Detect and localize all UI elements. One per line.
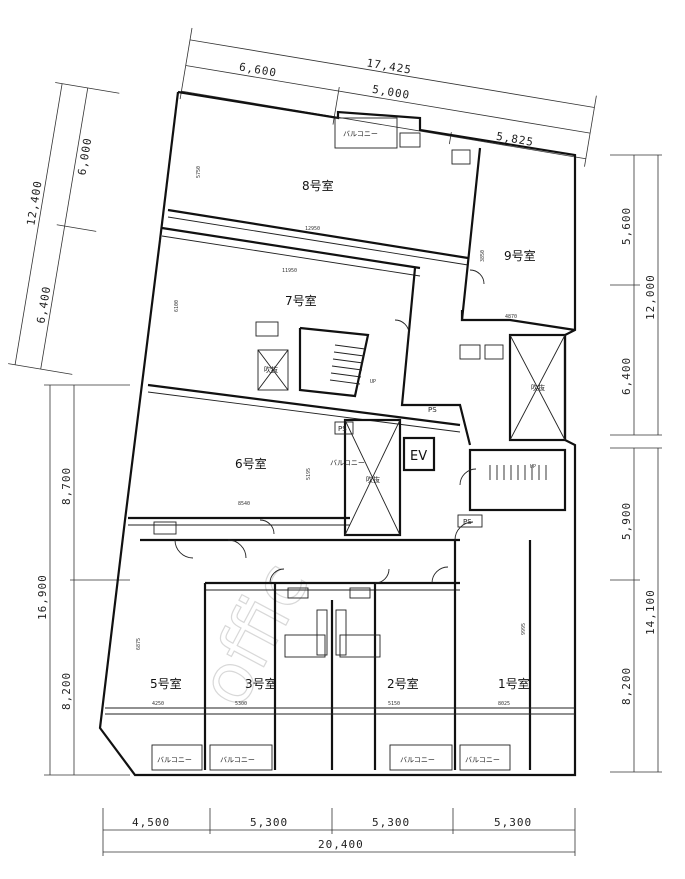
balcony-label-3: バルコニー xyxy=(220,756,255,764)
room-5-label: 5号室 xyxy=(150,676,182,691)
elevator-label: EV xyxy=(410,449,427,464)
dim-bottom-3: 5,300 xyxy=(372,816,410,829)
dim-top-2: 5,000 xyxy=(371,83,411,102)
inner-dim-6-height: 5195 xyxy=(306,468,312,480)
inner-dim-1-width: 8025 xyxy=(498,701,510,707)
dim-left-upper-1: 6,000 xyxy=(75,137,94,177)
room-8-label: 8号室 xyxy=(302,178,334,193)
dim-left-lower-total: 16,900 xyxy=(36,574,49,620)
inner-dim-9-height: 3850 xyxy=(480,250,486,262)
room-2-label: 2号室 xyxy=(387,676,419,691)
balcony-label-6: バルコニー xyxy=(330,459,365,467)
stair-up-label-1: UP xyxy=(370,379,376,385)
inner-dim-7-width: 11950 xyxy=(282,268,297,274)
void-label-center: 吹抜 xyxy=(366,475,380,484)
inner-dim-7-height: 6100 xyxy=(174,300,180,312)
balcony-label-1: バルコニー xyxy=(465,756,500,764)
room-1-label: 1号室 xyxy=(498,676,530,691)
inner-dim-2-width: 5150 xyxy=(388,701,400,707)
dim-right-upper-2: 6,400 xyxy=(620,357,633,395)
balcony-label-2: バルコニー xyxy=(400,756,435,764)
dim-left-upper-2: 6,400 xyxy=(34,285,53,325)
right-lower-dimension-group: 5,900 14,100 8,200 xyxy=(610,447,662,773)
inner-dim-1-height: 9995 xyxy=(521,623,527,635)
room-7-label: 7号室 xyxy=(285,293,317,308)
inner-dim-8-height: 5750 xyxy=(196,166,202,178)
right-upper-dimension-group: 5,600 12,000 6,400 xyxy=(610,154,662,436)
inner-dim-6-width: 8540 xyxy=(238,501,250,507)
inner-dim-5-height: 6875 xyxy=(136,638,142,650)
dim-right-upper-1: 5,600 xyxy=(620,207,633,245)
room-9-label: 9号室 xyxy=(504,248,536,263)
dim-right-lower-total: 14,100 xyxy=(644,589,657,635)
building-outline xyxy=(98,90,577,777)
top-dimension-group: 17,425 6,600 5,000 5,825 xyxy=(179,27,597,167)
room-6-label: 6号室 xyxy=(235,456,267,471)
dim-bottom-4: 5,300 xyxy=(494,816,532,829)
bottom-dimension-group: 4,500 5,300 5,300 5,300 20,400 xyxy=(102,808,576,856)
balcony-label-top: バルコニー xyxy=(343,130,378,138)
left-upper-dimension-group: 12,400 6,000 6,400 xyxy=(8,82,120,375)
balcony-label-5: バルコニー xyxy=(157,756,192,764)
dim-top-1: 6,600 xyxy=(238,60,278,79)
ps-label-3: PS xyxy=(428,406,437,414)
dim-left-lower-1: 8,700 xyxy=(60,467,73,505)
ps-label-2: PS xyxy=(338,425,347,433)
dim-left-upper-total: 12,400 xyxy=(24,179,44,226)
dim-bottom-1: 4,500 xyxy=(132,816,170,829)
left-lower-dimension-group: 16,900 8,700 8,200 xyxy=(36,384,130,776)
room-3-label: 3号室 xyxy=(245,676,277,691)
stair-up-label-2: UP xyxy=(530,464,536,470)
inner-dim-9-width: 4870 xyxy=(505,314,517,320)
void-label-right: 吹抜 xyxy=(531,383,545,392)
dim-bottom-total: 20,400 xyxy=(318,838,364,851)
dim-bottom-2: 5,300 xyxy=(250,816,288,829)
inner-dim-8-width: 12950 xyxy=(305,226,320,232)
void-label-7: 吹抜 xyxy=(264,365,278,374)
inner-dim-3-width: 5300 xyxy=(235,701,247,707)
dim-right-lower-1: 5,900 xyxy=(620,502,633,540)
dim-top-total: 17,425 xyxy=(366,56,413,76)
dim-right-upper-total: 12,000 xyxy=(644,274,657,320)
ps-label-1: PS xyxy=(463,518,472,526)
dim-right-lower-2: 8,200 xyxy=(620,667,633,705)
inner-dim-5-width: 4250 xyxy=(152,701,164,707)
dim-left-lower-2: 8,200 xyxy=(60,672,73,710)
